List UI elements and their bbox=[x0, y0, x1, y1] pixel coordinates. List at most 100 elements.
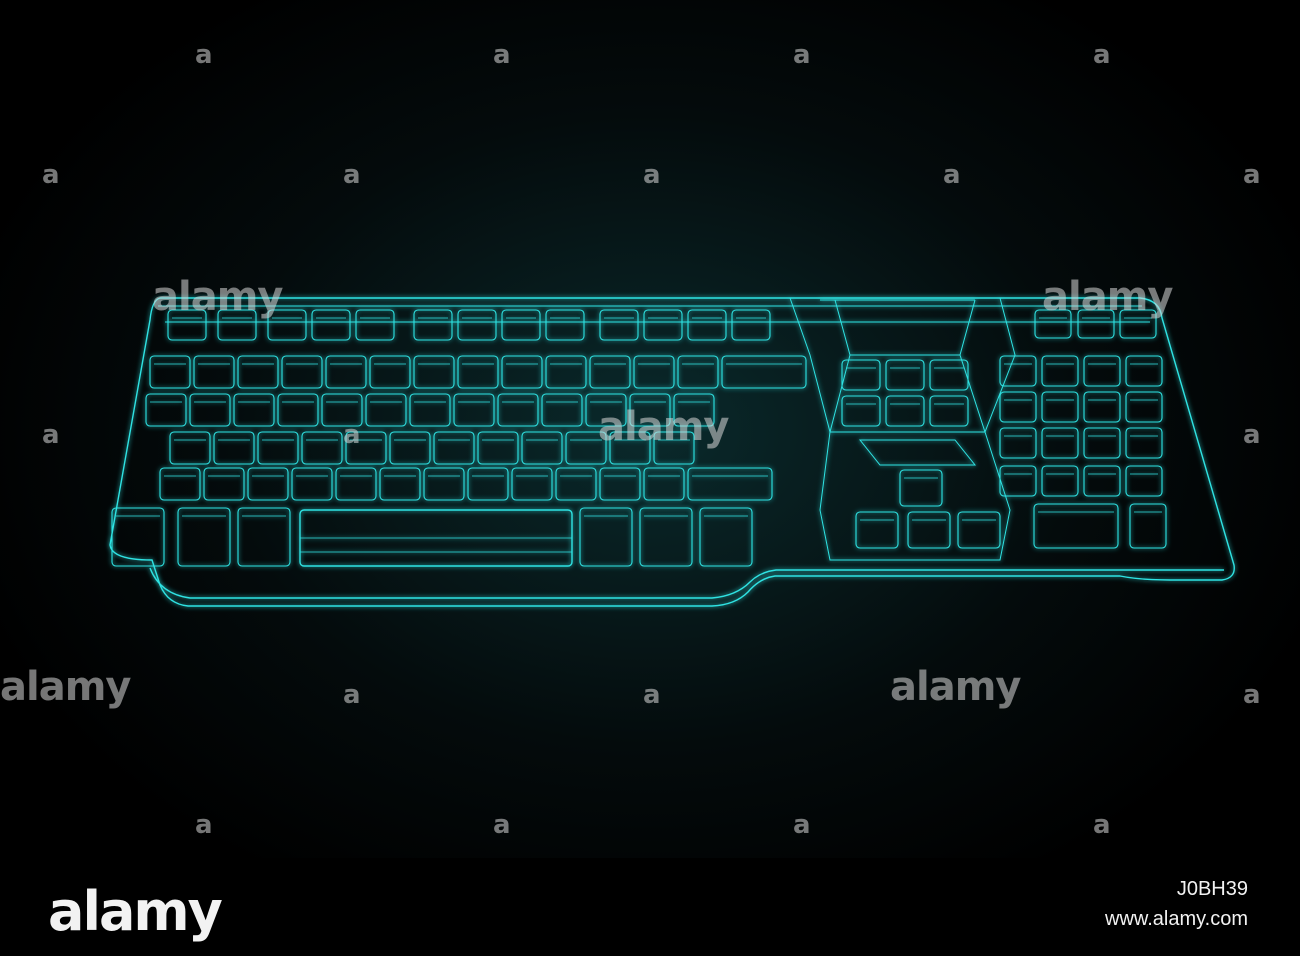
watermark: a bbox=[943, 160, 961, 190]
numpad-key bbox=[1125, 391, 1163, 423]
keyboard-top-lip bbox=[158, 305, 1150, 323]
nav-key bbox=[929, 359, 969, 391]
function-key bbox=[599, 309, 639, 341]
numpad-zero bbox=[1033, 503, 1119, 549]
keycap bbox=[585, 393, 627, 427]
keyboard-body-bottom bbox=[149, 567, 1224, 599]
function-key bbox=[355, 309, 395, 341]
watermark: a bbox=[1243, 420, 1261, 450]
keycap bbox=[413, 355, 455, 389]
watermark: alamy bbox=[0, 664, 131, 710]
keycap bbox=[257, 431, 299, 465]
watermark: a bbox=[343, 680, 361, 710]
watermark: alamy bbox=[152, 274, 283, 320]
keycap bbox=[237, 355, 279, 389]
watermark: a bbox=[343, 160, 361, 190]
watermark: a bbox=[493, 40, 511, 70]
modifier-key bbox=[177, 507, 231, 567]
function-key bbox=[687, 309, 727, 341]
watermark: a bbox=[1093, 40, 1111, 70]
keycap bbox=[409, 393, 451, 427]
keycap bbox=[189, 393, 231, 427]
watermark: alamy bbox=[1042, 274, 1173, 320]
function-key bbox=[267, 309, 307, 341]
numpad-key bbox=[1041, 465, 1079, 497]
keycap bbox=[653, 431, 695, 465]
keycap bbox=[457, 355, 499, 389]
keycap bbox=[609, 431, 651, 465]
watermark: alamy bbox=[890, 664, 1021, 710]
keycap bbox=[633, 355, 675, 389]
watermark: a bbox=[195, 810, 213, 840]
keycap bbox=[545, 355, 587, 389]
keycap bbox=[555, 467, 597, 501]
numpad-key bbox=[1083, 427, 1121, 459]
function-key bbox=[545, 309, 585, 341]
watermark: a bbox=[643, 160, 661, 190]
keycap bbox=[589, 355, 631, 389]
status-key bbox=[1034, 309, 1072, 339]
keycap bbox=[467, 467, 509, 501]
function-key bbox=[311, 309, 351, 341]
keycap bbox=[291, 467, 333, 501]
keycap bbox=[365, 393, 407, 427]
numpad-key bbox=[999, 465, 1037, 497]
keycap bbox=[213, 431, 255, 465]
keycap bbox=[169, 431, 211, 465]
function-key bbox=[643, 309, 683, 341]
keycap bbox=[345, 431, 387, 465]
wide-key bbox=[687, 467, 773, 501]
keyboard bbox=[109, 297, 1235, 607]
keycap bbox=[433, 431, 475, 465]
watermark: a bbox=[195, 40, 213, 70]
numpad-key bbox=[1041, 355, 1079, 387]
modifier-key bbox=[639, 507, 693, 567]
numpad-key bbox=[999, 355, 1037, 387]
watermark: a bbox=[42, 160, 60, 190]
keycap bbox=[477, 431, 519, 465]
function-key bbox=[501, 309, 541, 341]
keycap bbox=[643, 467, 685, 501]
keycap bbox=[277, 393, 319, 427]
numpad-key bbox=[1041, 391, 1079, 423]
watermark: a bbox=[343, 420, 361, 450]
wide-key bbox=[721, 355, 807, 389]
function-key bbox=[731, 309, 771, 341]
numpad-key bbox=[1125, 465, 1163, 497]
function-key bbox=[413, 309, 453, 341]
arrow-key bbox=[855, 511, 899, 549]
site-url: www.alamy.com bbox=[1105, 908, 1248, 930]
keycap bbox=[369, 355, 411, 389]
keycap bbox=[281, 355, 323, 389]
keycap bbox=[629, 393, 671, 427]
keycap bbox=[673, 393, 715, 427]
nav-key bbox=[885, 359, 925, 391]
watermark: alamy bbox=[598, 404, 729, 450]
numpad-key bbox=[1125, 355, 1163, 387]
keycap bbox=[677, 355, 719, 389]
arrow-key bbox=[957, 511, 1001, 549]
arrow-key bbox=[899, 469, 943, 507]
numpad-key bbox=[1041, 427, 1079, 459]
keys bbox=[111, 309, 1167, 567]
keycap bbox=[565, 431, 607, 465]
arrow-cluster-frame bbox=[819, 431, 1011, 561]
keycap bbox=[247, 467, 289, 501]
nav-key bbox=[841, 395, 881, 427]
function-key bbox=[167, 309, 207, 341]
numpad-key bbox=[999, 391, 1037, 423]
status-key bbox=[1077, 309, 1115, 339]
keycap bbox=[159, 467, 201, 501]
keycap bbox=[321, 393, 363, 427]
image-id: J0BH39 bbox=[1176, 878, 1248, 900]
numpad-key bbox=[1083, 355, 1121, 387]
arrow-key bbox=[907, 511, 951, 549]
watermark: a bbox=[493, 810, 511, 840]
watermark: a bbox=[1093, 810, 1111, 840]
keycap bbox=[511, 467, 553, 501]
keycap bbox=[149, 355, 191, 389]
watermark: a bbox=[793, 810, 811, 840]
keyboard-body bbox=[109, 297, 1235, 607]
